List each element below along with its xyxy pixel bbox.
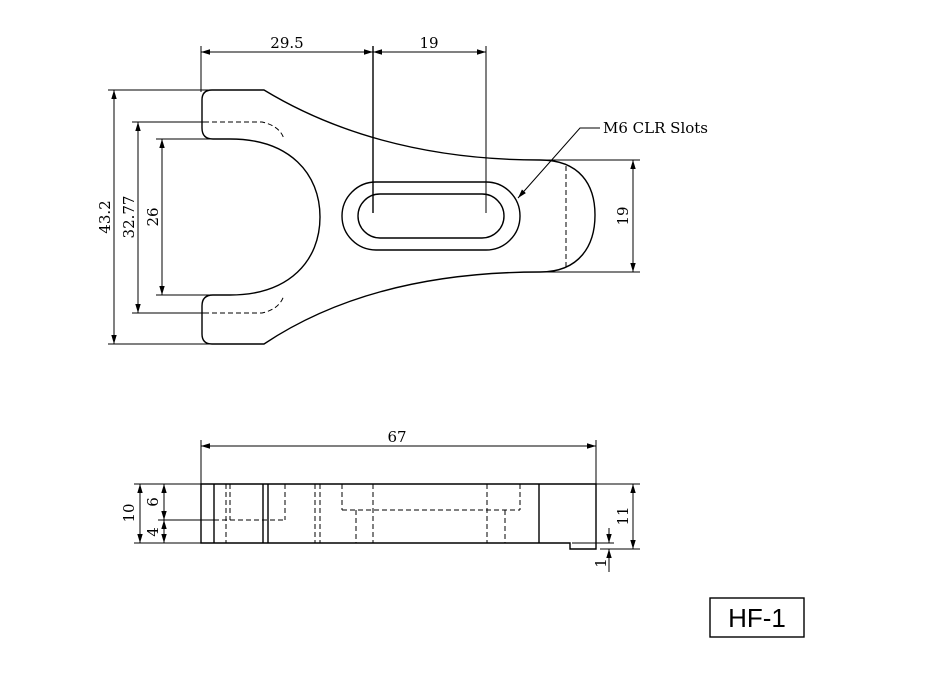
hidden-edge-upper [204, 121, 285, 140]
side-view: 67 10 6 4 11 1 [120, 428, 640, 572]
dim-67: 67 [387, 428, 406, 446]
slot-outer [341, 181, 521, 251]
callout-slots: M6 CLR Slots [603, 119, 708, 137]
dim-1: 1 [592, 558, 610, 568]
dim-29-5: 29.5 [270, 34, 303, 52]
dim-19-right: 19 [614, 206, 632, 225]
part-label-box: HF-1 [709, 597, 805, 638]
slot-inner [357, 193, 505, 239]
dim-10: 10 [120, 503, 138, 522]
dim-4: 4 [144, 527, 162, 537]
dim-32-77: 32.77 [120, 196, 138, 239]
hidden-edge-lower [204, 294, 285, 314]
dim-43-2: 43.2 [96, 200, 114, 233]
part-outline [201, 89, 596, 345]
dim-6: 6 [144, 497, 162, 507]
callout-leader [517, 127, 600, 199]
dim-11: 11 [614, 506, 632, 525]
side-outline [200, 483, 597, 550]
dim-26: 26 [144, 207, 162, 226]
part-label: HF-1 [728, 603, 786, 633]
top-view: 29.5 19 43.2 32.77 26 19 M6 CLR Slots [96, 34, 708, 345]
dim-19-top: 19 [419, 34, 438, 52]
